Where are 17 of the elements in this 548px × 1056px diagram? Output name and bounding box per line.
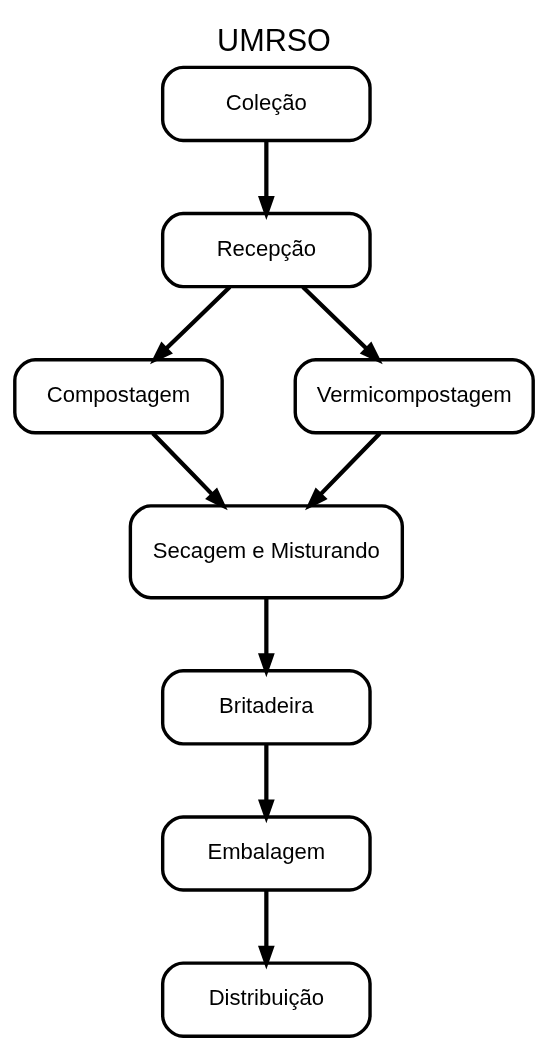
arrow (258, 890, 275, 970)
node-box: Distribuição (160, 961, 372, 1038)
node-box: Vermicompostagem (293, 358, 535, 435)
arrow (301, 285, 383, 365)
arrow (258, 140, 275, 220)
node-box: Embalagem (160, 815, 372, 892)
arrow (258, 598, 275, 678)
arrow (150, 285, 232, 365)
arrow (258, 744, 275, 824)
diagram-title: UMRSO (217, 23, 331, 58)
arrow (305, 431, 382, 511)
arrow (151, 431, 228, 511)
node-box: Britadeira (160, 669, 372, 746)
node-box: Secagem e Misturando (128, 504, 405, 600)
node-box: Coleção (160, 65, 372, 143)
node-box: Compostagem (13, 358, 224, 435)
node-box: Recepção (160, 211, 372, 289)
